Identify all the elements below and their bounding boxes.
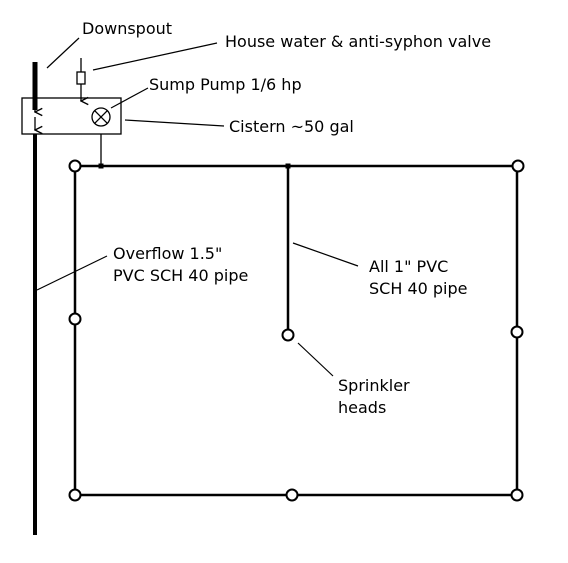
label-downspout: Downspout [82,19,172,38]
sump-pump-cross-b [94,110,108,124]
label-pipe-line2: SCH 40 pipe [369,279,468,298]
leader-overflow [36,255,108,291]
sprinkler-head [511,159,525,173]
label-overflow-line1: Overflow 1.5" [113,244,222,263]
tee-junction-center [285,163,291,169]
sprinkler-head [68,488,82,502]
label-sump-pump: Sump Pump 1/6 hp [149,75,302,94]
leader-cistern [124,119,225,127]
sprinkler-head [510,325,524,339]
label-house-water: House water & anti-syphon valve [225,32,491,51]
anti-syphon-valve [76,71,86,85]
label-overflow-line2: PVC SCH 40 pipe [113,266,248,285]
leader-sprinkler [297,342,334,377]
label-sprinkler-line1: Sprinkler [338,376,410,395]
leader-downspout [46,37,80,69]
sprinkler-head [285,488,299,502]
label-pipe-line1: All 1" PVC [369,257,448,276]
sprinkler-head [281,328,295,342]
leader-sump-pump [110,87,149,109]
label-sprinkler-line2: heads [338,398,386,417]
sprinkler-head [510,488,524,502]
leader-house-water [92,42,218,71]
sprinkler-head [68,312,82,326]
label-cistern: Cistern ~50 gal [229,117,354,136]
sprinkler-head [68,159,82,173]
leader-pipe [292,242,359,267]
tee-junction-pump [98,163,104,169]
cistern-box [21,97,122,135]
